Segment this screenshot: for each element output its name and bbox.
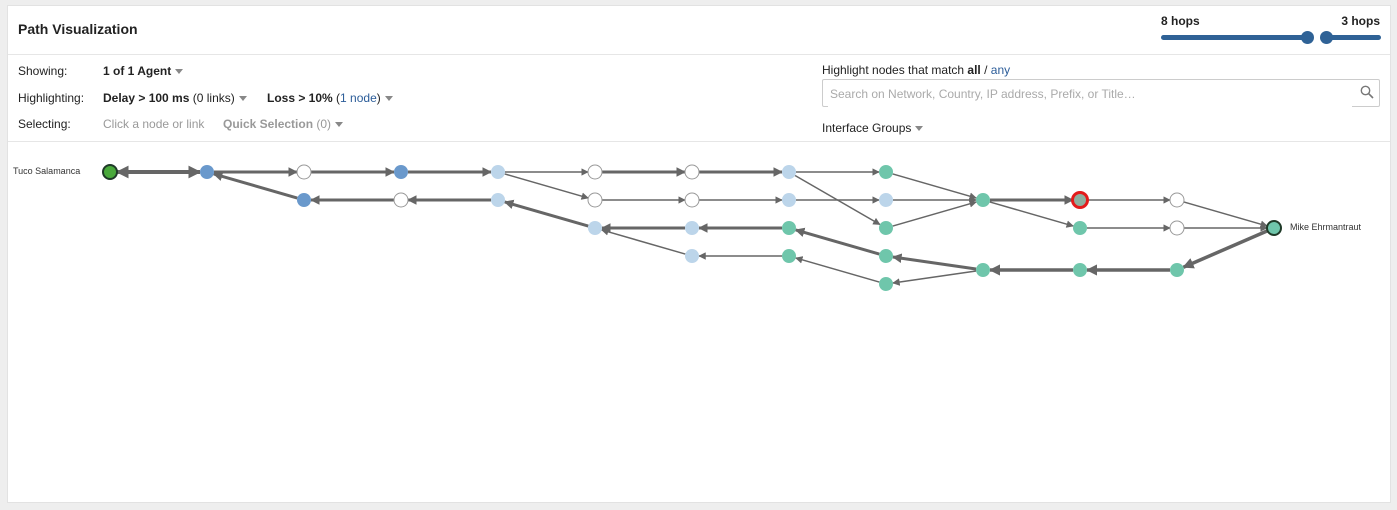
path-node[interactable] bbox=[200, 165, 214, 179]
node-search-input[interactable] bbox=[828, 81, 1352, 107]
delay-count: (0 links) bbox=[192, 91, 235, 105]
path-link[interactable] bbox=[1183, 201, 1268, 228]
path-node[interactable] bbox=[393, 192, 409, 208]
caret-down-icon bbox=[175, 69, 184, 75]
path-link[interactable] bbox=[503, 199, 589, 228]
node-search-box bbox=[822, 79, 1380, 107]
showing-label: Showing: bbox=[18, 64, 68, 78]
path-node[interactable] bbox=[782, 165, 796, 179]
selecting-hint: Click a node or link bbox=[103, 117, 205, 131]
path-node[interactable] bbox=[1073, 221, 1087, 235]
delay-dropdown[interactable]: Delay > 100 ms (0 links) bbox=[103, 91, 247, 105]
panel-header: Path Visualization 8 hops 3 hops bbox=[8, 6, 1390, 55]
path-node[interactable] bbox=[1169, 192, 1185, 208]
path-link[interactable] bbox=[794, 227, 880, 256]
path-node[interactable] bbox=[1169, 220, 1185, 236]
path-link[interactable] bbox=[601, 228, 686, 255]
highlighting-label: Highlighting: bbox=[18, 91, 85, 105]
path-link[interactable] bbox=[795, 256, 880, 283]
match-separator: / bbox=[980, 63, 991, 77]
path-link[interactable] bbox=[892, 200, 977, 227]
path-node[interactable] bbox=[879, 193, 893, 207]
loss-paren-open: ( bbox=[336, 91, 341, 105]
path-node[interactable] bbox=[879, 277, 893, 291]
slider-handle-min[interactable] bbox=[1301, 31, 1314, 44]
path-node[interactable] bbox=[782, 193, 796, 207]
path-node[interactable] bbox=[491, 165, 505, 179]
controls-bar: Showing: 1 of 1 Agent Highlighting: Dela… bbox=[8, 55, 1390, 142]
path-node[interactable] bbox=[297, 193, 311, 207]
quick-selection-count: (0) bbox=[316, 117, 332, 131]
interface-groups-label: Interface Groups bbox=[822, 121, 912, 135]
path-node[interactable] bbox=[587, 192, 603, 208]
hops-range-slider[interactable] bbox=[1161, 31, 1381, 45]
path-node[interactable] bbox=[587, 164, 603, 180]
loss-dropdown[interactable]: Loss > 10% (1 node) bbox=[267, 91, 393, 105]
path-links bbox=[115, 165, 1269, 286]
match-any-option[interactable]: any bbox=[990, 63, 1011, 77]
path-link[interactable] bbox=[212, 171, 298, 200]
path-node[interactable] bbox=[588, 221, 602, 235]
path-link[interactable] bbox=[891, 253, 977, 271]
slider-track-left bbox=[1161, 35, 1311, 40]
magnifier-icon[interactable] bbox=[1360, 85, 1374, 99]
highlight-prefix: Highlight nodes that match bbox=[822, 63, 968, 77]
target-agent-node[interactable] bbox=[1266, 220, 1282, 236]
path-link[interactable] bbox=[1182, 229, 1269, 269]
path-node[interactable] bbox=[879, 165, 893, 179]
path-node[interactable] bbox=[1073, 263, 1087, 277]
caret-down-icon bbox=[384, 96, 393, 102]
match-all-option[interactable]: all bbox=[967, 63, 981, 77]
showing-dropdown[interactable]: 1 of 1 Agent bbox=[103, 64, 184, 78]
path-link[interactable] bbox=[989, 201, 1074, 228]
loss-paren-close: ) bbox=[376, 91, 381, 105]
loss-node[interactable] bbox=[1071, 191, 1089, 209]
caret-down-icon bbox=[335, 122, 344, 128]
source-agent-label: Tuco Salamanca bbox=[13, 166, 80, 176]
loss-value: Loss > 10% bbox=[267, 91, 333, 105]
loss-node-link[interactable]: 1 node bbox=[340, 91, 377, 105]
path-node[interactable] bbox=[976, 193, 990, 207]
caret-down-icon bbox=[915, 126, 924, 132]
path-link[interactable] bbox=[892, 270, 977, 286]
caret-down-icon bbox=[238, 96, 247, 102]
path-visualization-panel: Path Visualization 8 hops 3 hops Showing… bbox=[7, 5, 1391, 503]
showing-value: 1 of 1 Agent bbox=[103, 64, 172, 78]
path-node[interactable] bbox=[684, 164, 700, 180]
selecting-label: Selecting: bbox=[18, 117, 71, 131]
hops-min-label: 8 hops bbox=[1161, 14, 1200, 28]
source-agent-node[interactable] bbox=[102, 164, 118, 180]
path-link[interactable] bbox=[892, 173, 977, 200]
quick-selection-label: Quick Selection bbox=[223, 117, 314, 131]
path-node[interactable] bbox=[491, 193, 505, 207]
interface-groups-dropdown[interactable]: Interface Groups bbox=[822, 121, 924, 135]
path-node[interactable] bbox=[685, 221, 699, 235]
path-node[interactable] bbox=[1170, 263, 1184, 277]
path-node[interactable] bbox=[394, 165, 408, 179]
path-node[interactable] bbox=[976, 263, 990, 277]
path-node[interactable] bbox=[782, 249, 796, 263]
hops-max-label: 3 hops bbox=[1341, 14, 1380, 28]
path-nodes bbox=[102, 164, 1282, 291]
path-graph: Tuco Salamanca Mike Ehrmantraut bbox=[13, 164, 1362, 291]
path-node[interactable] bbox=[685, 249, 699, 263]
path-node[interactable] bbox=[879, 249, 893, 263]
path-link[interactable] bbox=[504, 173, 589, 200]
path-node[interactable] bbox=[296, 164, 312, 180]
delay-value: Delay > 100 ms bbox=[103, 91, 190, 105]
path-node[interactable] bbox=[782, 221, 796, 235]
target-agent-label: Mike Ehrmantraut bbox=[1290, 222, 1362, 232]
highlight-match-label: Highlight nodes that match all / any bbox=[822, 63, 1010, 77]
slider-handle-max[interactable] bbox=[1320, 31, 1333, 44]
path-node[interactable] bbox=[879, 221, 893, 235]
path-link[interactable] bbox=[794, 174, 881, 226]
slider-track-right bbox=[1325, 35, 1381, 40]
page-title: Path Visualization bbox=[18, 21, 138, 37]
quick-selection-dropdown[interactable]: Quick Selection (0) bbox=[223, 117, 344, 131]
path-node[interactable] bbox=[684, 192, 700, 208]
